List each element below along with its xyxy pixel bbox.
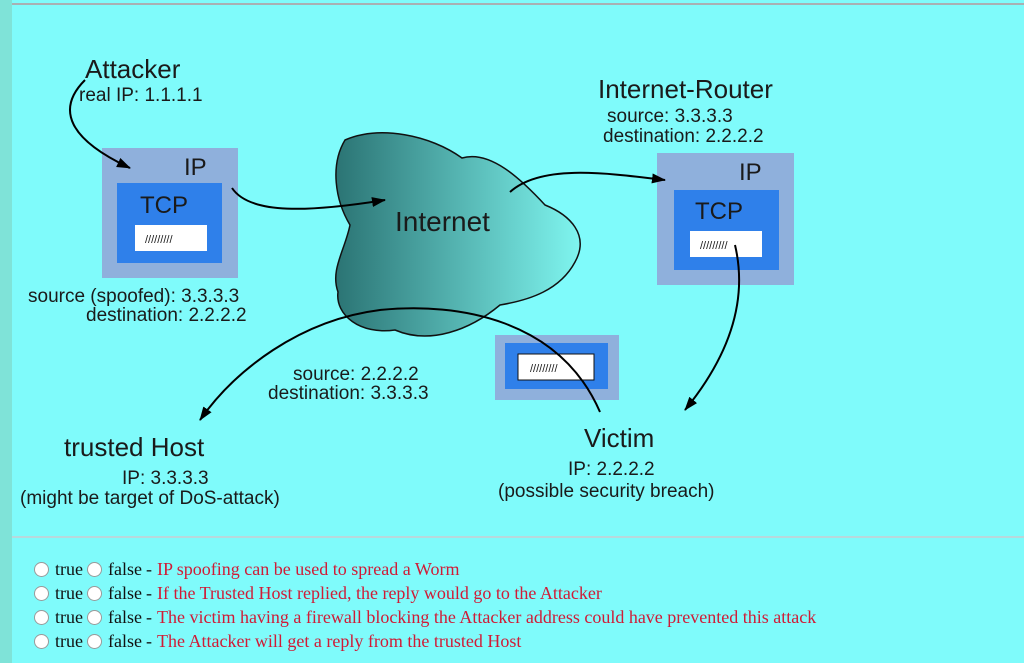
attacker-tcp-label: TCP — [140, 192, 188, 219]
attacker-name: Attacker — [85, 54, 181, 84]
page-background — [12, 0, 1024, 663]
attacker-ip: real IP: 1.1.1.1 — [79, 85, 203, 106]
spoofed-source: source (spoofed): 3.3.3.3 — [28, 286, 239, 307]
attacker-payload-text: ///////// — [145, 234, 173, 246]
separator-dash: - — [145, 559, 152, 579]
ip-spoofing-diagram: Internet IP TCP ///////// IP TCP ///////… — [20, 54, 794, 509]
false-radio[interactable] — [86, 585, 102, 601]
internet-cloud — [334, 132, 581, 337]
attacker-ip-label: IP — [184, 154, 207, 181]
false-label: false — [107, 607, 142, 627]
attacker-payload-box — [135, 225, 207, 251]
question-text: The Attacker will get a reply from the t… — [156, 631, 522, 651]
arrow-attacker-to-packet — [69, 79, 131, 169]
question-text: The victim having a firewall blocking th… — [156, 607, 817, 627]
router-ip-label: IP — [739, 159, 762, 186]
router-name: Internet-Router — [598, 74, 773, 104]
reply-payload-text: ///////// — [530, 363, 558, 375]
arrow-internet-to-router — [509, 171, 666, 193]
trusted-host-note: (might be target of DoS-attack) — [20, 488, 280, 509]
trusted-host-name: trusted Host — [64, 432, 205, 462]
question-text: IP spoofing can be used to spread a Worm — [156, 559, 460, 579]
router-payload-box — [690, 231, 762, 257]
true-radio[interactable] — [34, 561, 49, 577]
router-source: source: 3.3.3.3 — [607, 106, 733, 127]
true-label: true — [55, 607, 83, 627]
section-divider — [12, 536, 1024, 538]
question-text: If the Trusted Host replied, the reply w… — [156, 583, 602, 603]
quiz-question: true false - The Attacker will get a rep… — [34, 629, 816, 653]
victim-name: Victim — [584, 423, 654, 453]
false-label: false — [107, 583, 142, 603]
spoofed-destination: destination: 2.2.2.2 — [86, 305, 247, 326]
internet-label: Internet — [395, 206, 490, 237]
separator-dash: - — [145, 631, 152, 651]
arrow-router-to-victim — [684, 244, 741, 411]
router-destination: destination: 2.2.2.2 — [603, 126, 764, 147]
victim-note: (possible security breach) — [498, 481, 714, 502]
quiz-question: true false - The victim having a firewal… — [34, 605, 816, 629]
false-radio[interactable] — [86, 561, 102, 577]
true-false-quiz: true false - IP spoofing can be used to … — [34, 557, 816, 653]
true-radio[interactable] — [34, 609, 49, 625]
trusted-host-ip: IP: 3.3.3.3 — [122, 468, 209, 489]
victim-ip: IP: 2.2.2.2 — [568, 459, 655, 480]
true-radio[interactable] — [34, 633, 49, 649]
true-radio[interactable] — [34, 585, 49, 601]
false-label: false — [107, 631, 142, 651]
separator-dash: - — [145, 583, 152, 603]
reply-source: source: 2.2.2.2 — [293, 364, 419, 385]
true-label: true — [55, 583, 83, 603]
false-radio[interactable] — [86, 609, 102, 625]
true-label: true — [55, 631, 83, 651]
true-label: true — [55, 559, 83, 579]
quiz-question: true false - IP spoofing can be used to … — [34, 557, 816, 581]
router-payload-text: ///////// — [700, 240, 728, 252]
false-radio[interactable] — [86, 633, 102, 649]
reply-payload-box — [517, 353, 595, 381]
reply-destination: destination: 3.3.3.3 — [268, 383, 429, 404]
separator-dash: - — [145, 607, 152, 627]
top-border — [12, 3, 1024, 5]
arrow-victim-to-trusted-host — [199, 307, 601, 421]
quiz-question: true false - If the Trusted Host replied… — [34, 581, 816, 605]
false-label: false — [107, 559, 142, 579]
arrow-packet-to-internet — [231, 187, 386, 210]
router-tcp-label: TCP — [695, 198, 743, 225]
